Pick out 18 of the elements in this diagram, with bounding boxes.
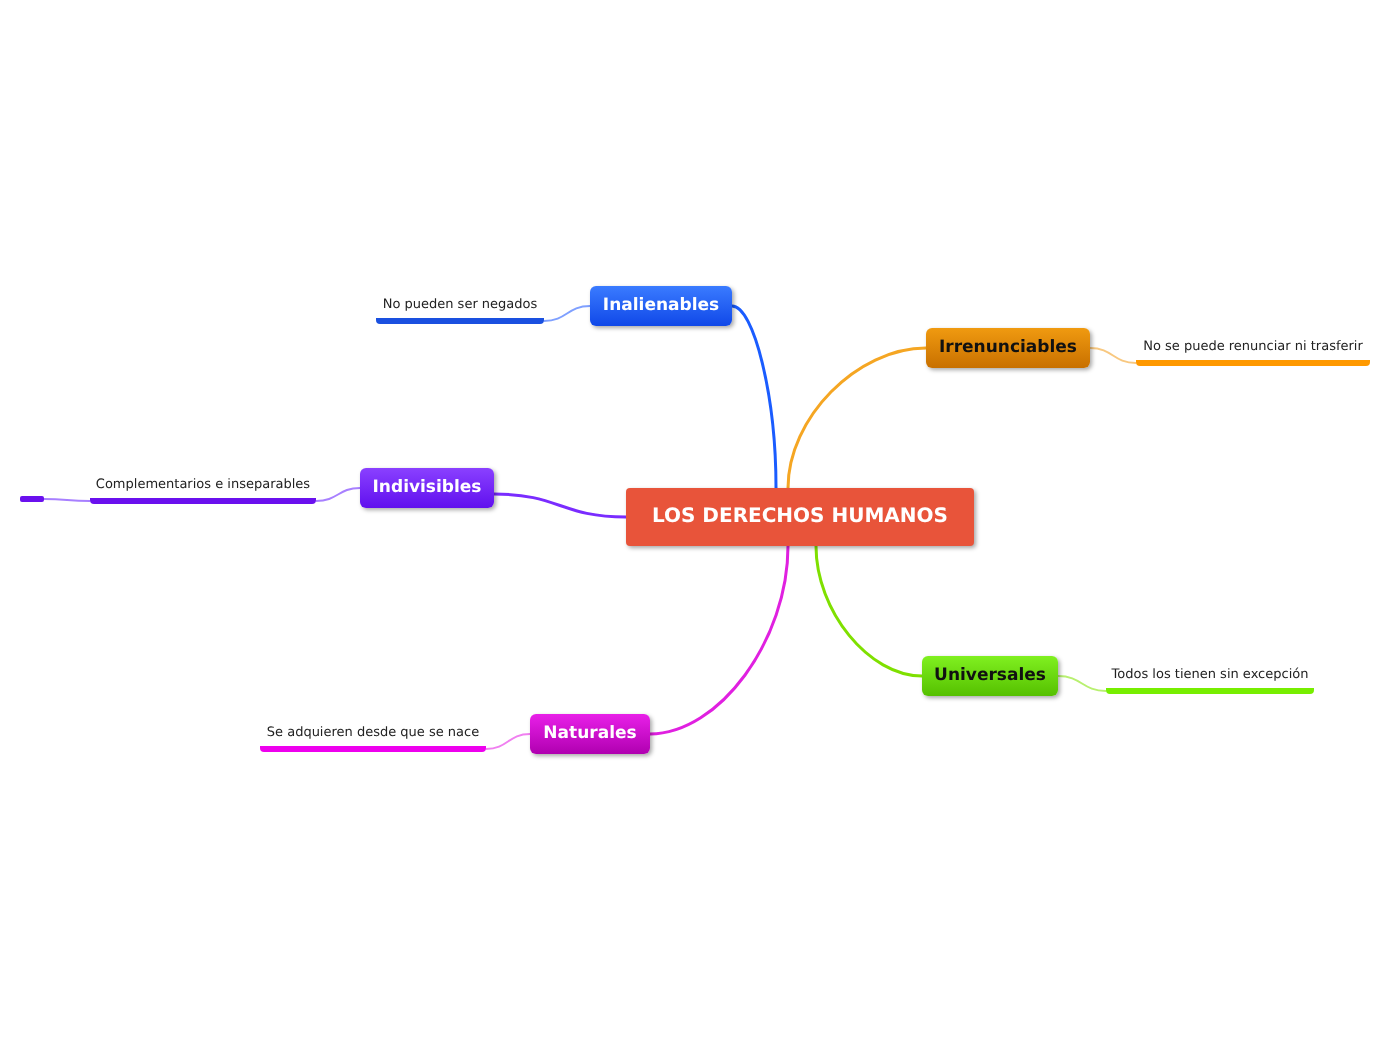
topic-box: Irrenunciables <box>926 328 1090 368</box>
connector-line <box>315 487 361 502</box>
connector-line <box>1089 347 1137 364</box>
connector-line <box>814 545 923 678</box>
connector-line <box>649 545 790 736</box>
connector-line <box>731 304 778 489</box>
connector-line <box>43 498 91 502</box>
central-topic: LOS DERECHOS HUMANOS <box>626 488 974 546</box>
topic-box: Inalienables <box>590 286 732 326</box>
connector-line <box>493 492 627 519</box>
connector-line <box>786 346 927 489</box>
connector-line <box>485 733 531 750</box>
topic-box: Universales <box>922 656 1058 696</box>
connector-line <box>543 305 591 322</box>
topic-box: Naturales <box>530 714 650 754</box>
topic-box: Indivisibles <box>360 468 494 508</box>
empty-subtopic-bar <box>20 496 44 502</box>
connector-line <box>1057 675 1107 692</box>
